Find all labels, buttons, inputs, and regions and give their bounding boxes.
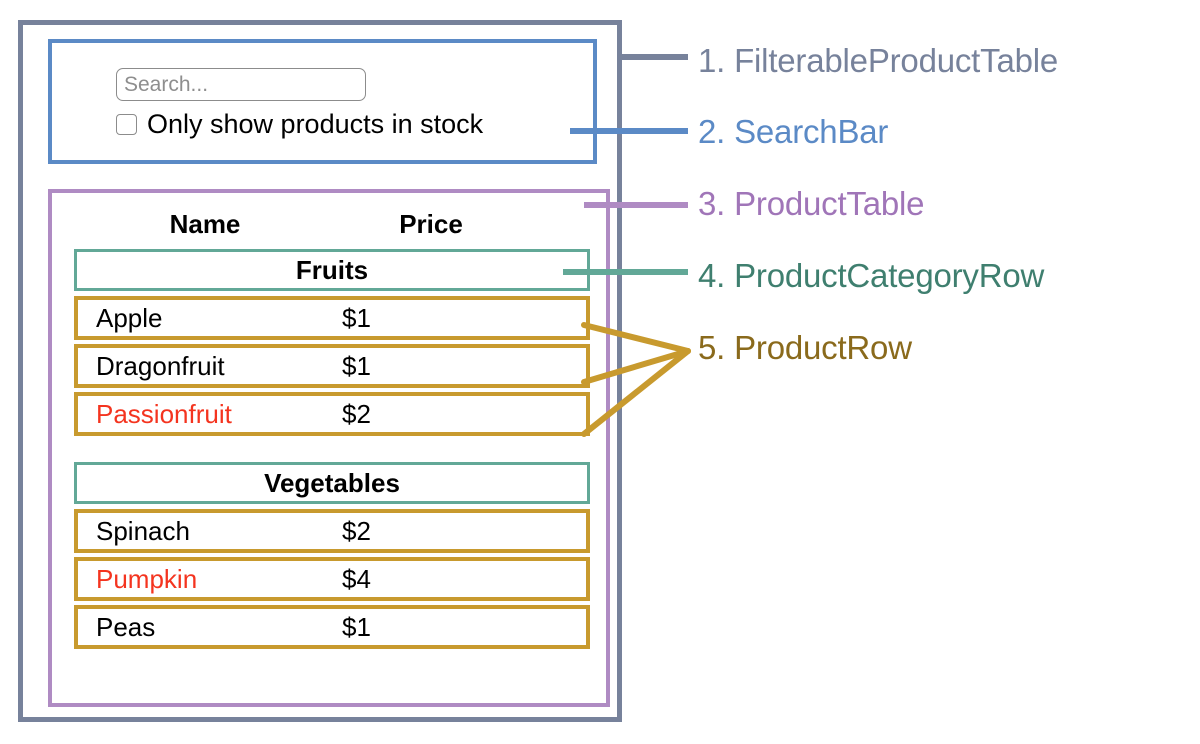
- product-price: $1: [342, 611, 371, 642]
- product-price: $2: [342, 398, 371, 429]
- product-row: Pumpkin $4: [74, 557, 590, 601]
- legend-item-filterable-product-table: 1. FilterableProductTable: [698, 44, 1058, 77]
- legend-item-product-row: 5. ProductRow: [698, 331, 912, 364]
- product-category-row: Vegetables: [74, 462, 590, 504]
- product-category-label: Vegetables: [264, 467, 400, 498]
- product-category-label: Fruits: [295, 254, 369, 285]
- product-table-box: Name Price Fruits Apple $1 Dragonfruit $…: [48, 189, 610, 707]
- product-row: Spinach $2: [74, 509, 590, 553]
- legend-index: 1.: [698, 42, 726, 79]
- column-header-name: Name: [169, 208, 241, 239]
- search-bar-box: Only show products in stock: [48, 39, 597, 164]
- legend-item-search-bar: 2. SearchBar: [698, 115, 888, 148]
- product-name: Spinach: [96, 515, 190, 546]
- product-price: $1: [342, 350, 371, 381]
- product-price: $1: [342, 302, 371, 333]
- filterable-product-table-box: Only show products in stock Name Price F…: [18, 20, 622, 722]
- search-input[interactable]: [116, 68, 366, 101]
- legend-label: SearchBar: [734, 113, 889, 150]
- product-table-rows: Fruits Apple $1 Dragonfruit $1 Passionfr…: [74, 249, 590, 653]
- product-table-header: Name Price: [74, 203, 584, 245]
- product-name: Peas: [96, 611, 156, 642]
- product-row: Passionfruit $2: [74, 392, 590, 436]
- product-price: $2: [342, 515, 371, 546]
- legend-label: ProductTable: [734, 185, 925, 222]
- legend-item-product-category-row: 4. ProductCategoryRow: [698, 259, 1044, 292]
- product-row: Peas $1: [74, 605, 590, 649]
- in-stock-filter-row[interactable]: Only show products in stock: [116, 111, 483, 138]
- legend-index: 3.: [698, 185, 726, 222]
- legend-label: FilterableProductTable: [734, 42, 1059, 79]
- legend-index: 2.: [698, 113, 726, 150]
- legend-index: 4.: [698, 257, 726, 294]
- product-name: Apple: [96, 302, 163, 333]
- legend-label: ProductRow: [734, 329, 912, 366]
- product-name: Dragonfruit: [96, 350, 225, 381]
- product-name: Passionfruit: [96, 398, 232, 429]
- legend-label: ProductCategoryRow: [734, 257, 1045, 294]
- in-stock-checkbox-label: Only show products in stock: [147, 109, 484, 139]
- column-header-price: Price: [399, 208, 463, 239]
- product-category-row: Fruits: [74, 249, 590, 291]
- checkbox-icon[interactable]: [116, 114, 137, 135]
- legend-item-product-table: 3. ProductTable: [698, 185, 925, 222]
- product-row: Dragonfruit $1: [74, 344, 590, 388]
- product-name: Pumpkin: [96, 563, 198, 594]
- legend-index: 5.: [698, 329, 726, 366]
- product-price: $4: [342, 563, 371, 594]
- group-spacer: [74, 440, 590, 462]
- product-row: Apple $1: [74, 296, 590, 340]
